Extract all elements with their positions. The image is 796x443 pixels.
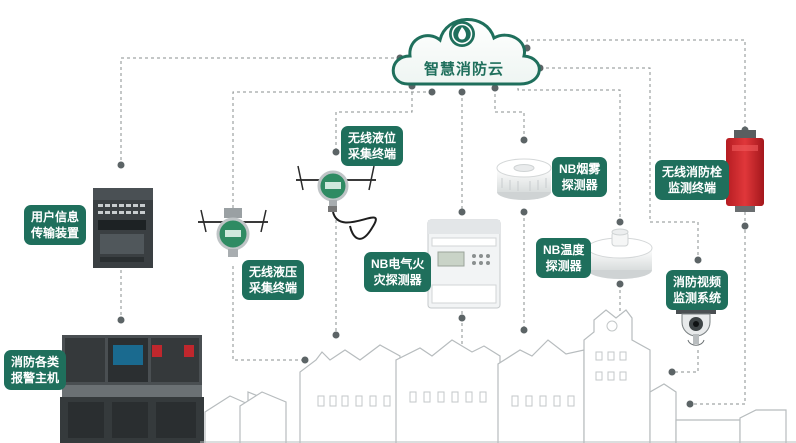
wireless-level-label: 无线液位 采集终端 — [341, 126, 404, 166]
user-info-label: 用户信息 传输装置 — [24, 205, 87, 245]
hydrant-label: 无线消防栓 监测终端 — [655, 160, 730, 200]
nb-temperature-detector — [587, 228, 653, 279]
nb-smoke-detector — [496, 158, 552, 200]
wireless-pressure-terminal — [198, 208, 268, 257]
fire-alarm-host-label: 消防各类 报警主机 — [4, 350, 67, 390]
video-camera — [676, 308, 716, 346]
nb-smoke-label: NB烟雾 探测器 — [552, 157, 608, 197]
video-label: 消防视频 监测系统 — [666, 270, 729, 310]
nb-electric-label: NB电气火 灾探测器 — [364, 252, 432, 292]
nb-electric-fire-detector — [427, 219, 501, 309]
smart-fire-cloud — [391, 18, 541, 86]
wireless-pressure-label: 无线液压 采集终端 — [242, 260, 305, 300]
cloud-title: 智慧消防云 — [423, 61, 504, 78]
wireless-hydrant-terminal — [726, 130, 764, 212]
fire-alarm-host-console — [60, 335, 204, 443]
wireless-level-terminal — [296, 165, 377, 240]
connection-lines — [120, 39, 746, 405]
skyline-windows — [317, 320, 627, 407]
city-skyline — [204, 309, 787, 443]
user-info-transmission-device — [93, 188, 153, 268]
nb-temp-label: NB温度 探测器 — [536, 238, 592, 278]
